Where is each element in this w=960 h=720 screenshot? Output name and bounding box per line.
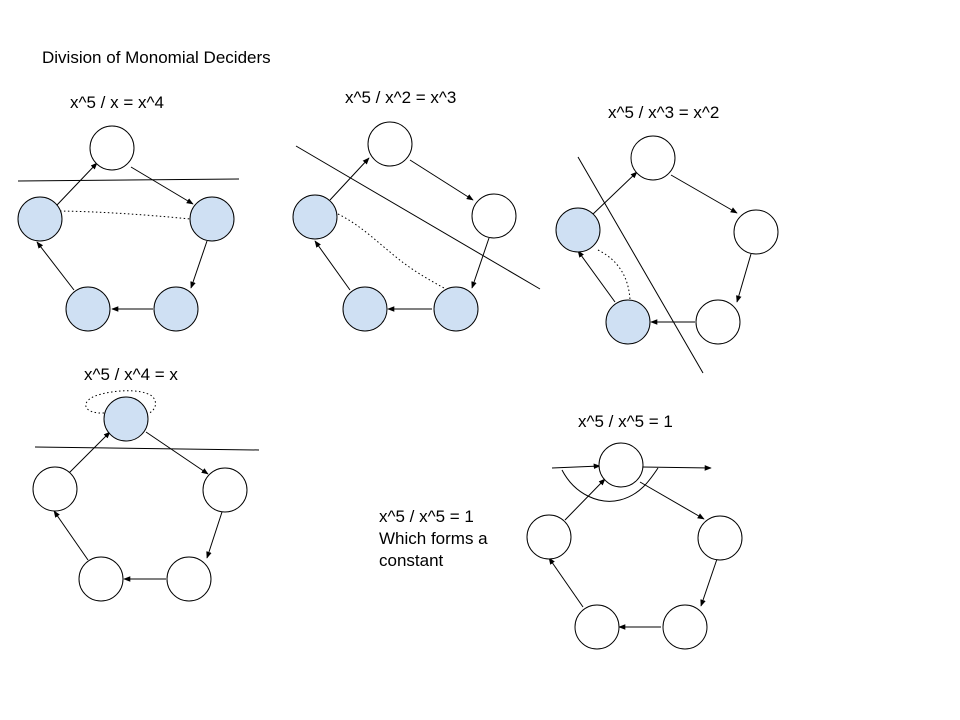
- node: [662, 604, 708, 650]
- node-selected: [292, 194, 338, 240]
- node: [574, 604, 620, 650]
- edge-arrow: [190, 240, 208, 289]
- node-selected: [65, 286, 111, 332]
- node-selected: [17, 196, 63, 242]
- diagram-4-label: x^5 / x^4 = x: [84, 365, 178, 384]
- node: [695, 299, 741, 345]
- edge-arrow: [206, 511, 223, 559]
- edge-arrow: [548, 557, 584, 608]
- node: [78, 556, 124, 602]
- edge-arrow: [564, 478, 606, 521]
- node-selected: [189, 196, 235, 242]
- edge-arrow: [670, 174, 738, 214]
- note-line: constant: [379, 551, 444, 570]
- note: x^5 / x^5 = 1 Which forms a constant: [379, 507, 488, 570]
- dotted-connection: [597, 249, 631, 301]
- edge-arrow: [736, 253, 752, 303]
- node: [166, 556, 212, 602]
- node-selected: [342, 286, 388, 332]
- diagram-3-label: x^5 / x^3 = x^2: [608, 103, 719, 122]
- diagram-1-label: x^5 / x = x^4: [70, 93, 164, 112]
- node: [202, 467, 248, 513]
- edge-arrow: [471, 237, 490, 289]
- node: [471, 193, 517, 239]
- node: [367, 121, 413, 167]
- diagram-2-label: x^5 / x^2 = x^3: [345, 88, 456, 107]
- diagram-5-label: x^5 / x^5 = 1: [578, 412, 673, 431]
- edge-arrow: [145, 431, 209, 475]
- node: [598, 442, 644, 488]
- cut-line: [577, 156, 704, 374]
- cut-line: [34, 446, 260, 451]
- edge-arrow: [56, 162, 98, 206]
- edge-arrow: [409, 159, 474, 201]
- edge-arrow: [577, 250, 616, 303]
- note-line: Which forms a: [379, 529, 488, 548]
- diagram-2: x^5 / x^2 = x^3: [292, 88, 541, 332]
- edge-arrow: [700, 558, 718, 607]
- edge-arrow: [329, 157, 370, 201]
- node-selected: [555, 207, 601, 253]
- dotted-connection: [337, 213, 445, 289]
- diagram-1: x^5 / x = x^4: [17, 93, 240, 332]
- edge-arrow: [36, 241, 75, 291]
- node: [733, 209, 779, 255]
- note-line: x^5 / x^5 = 1: [379, 507, 474, 526]
- node-selected: [153, 286, 199, 332]
- curved-edge: [561, 467, 659, 502]
- node-selected: [103, 396, 149, 442]
- node: [697, 515, 743, 561]
- outgoing-arrow: [641, 465, 712, 471]
- diagram-5: x^5 / x^5 = 1: [526, 412, 743, 650]
- edge-arrow: [591, 171, 638, 216]
- page-title: Division of Monomial Deciders: [42, 48, 271, 67]
- edge-arrow: [639, 481, 705, 520]
- node: [526, 514, 572, 560]
- diagram-4: x^5 / x^4 = x: [32, 365, 260, 602]
- edge-arrow: [53, 510, 89, 561]
- edge-arrow: [67, 431, 111, 475]
- node: [89, 125, 135, 171]
- node-selected: [605, 299, 651, 345]
- node: [630, 135, 676, 181]
- edge-arrow: [314, 240, 351, 291]
- node-selected: [433, 286, 479, 332]
- diagram-3: x^5 / x^3 = x^2: [555, 103, 779, 374]
- edge-arrow: [130, 166, 194, 205]
- incoming-arrow: [551, 463, 601, 470]
- dotted-connection: [59, 210, 191, 220]
- node: [32, 466, 78, 512]
- cut-line: [17, 178, 240, 182]
- cut-line: [295, 145, 541, 290]
